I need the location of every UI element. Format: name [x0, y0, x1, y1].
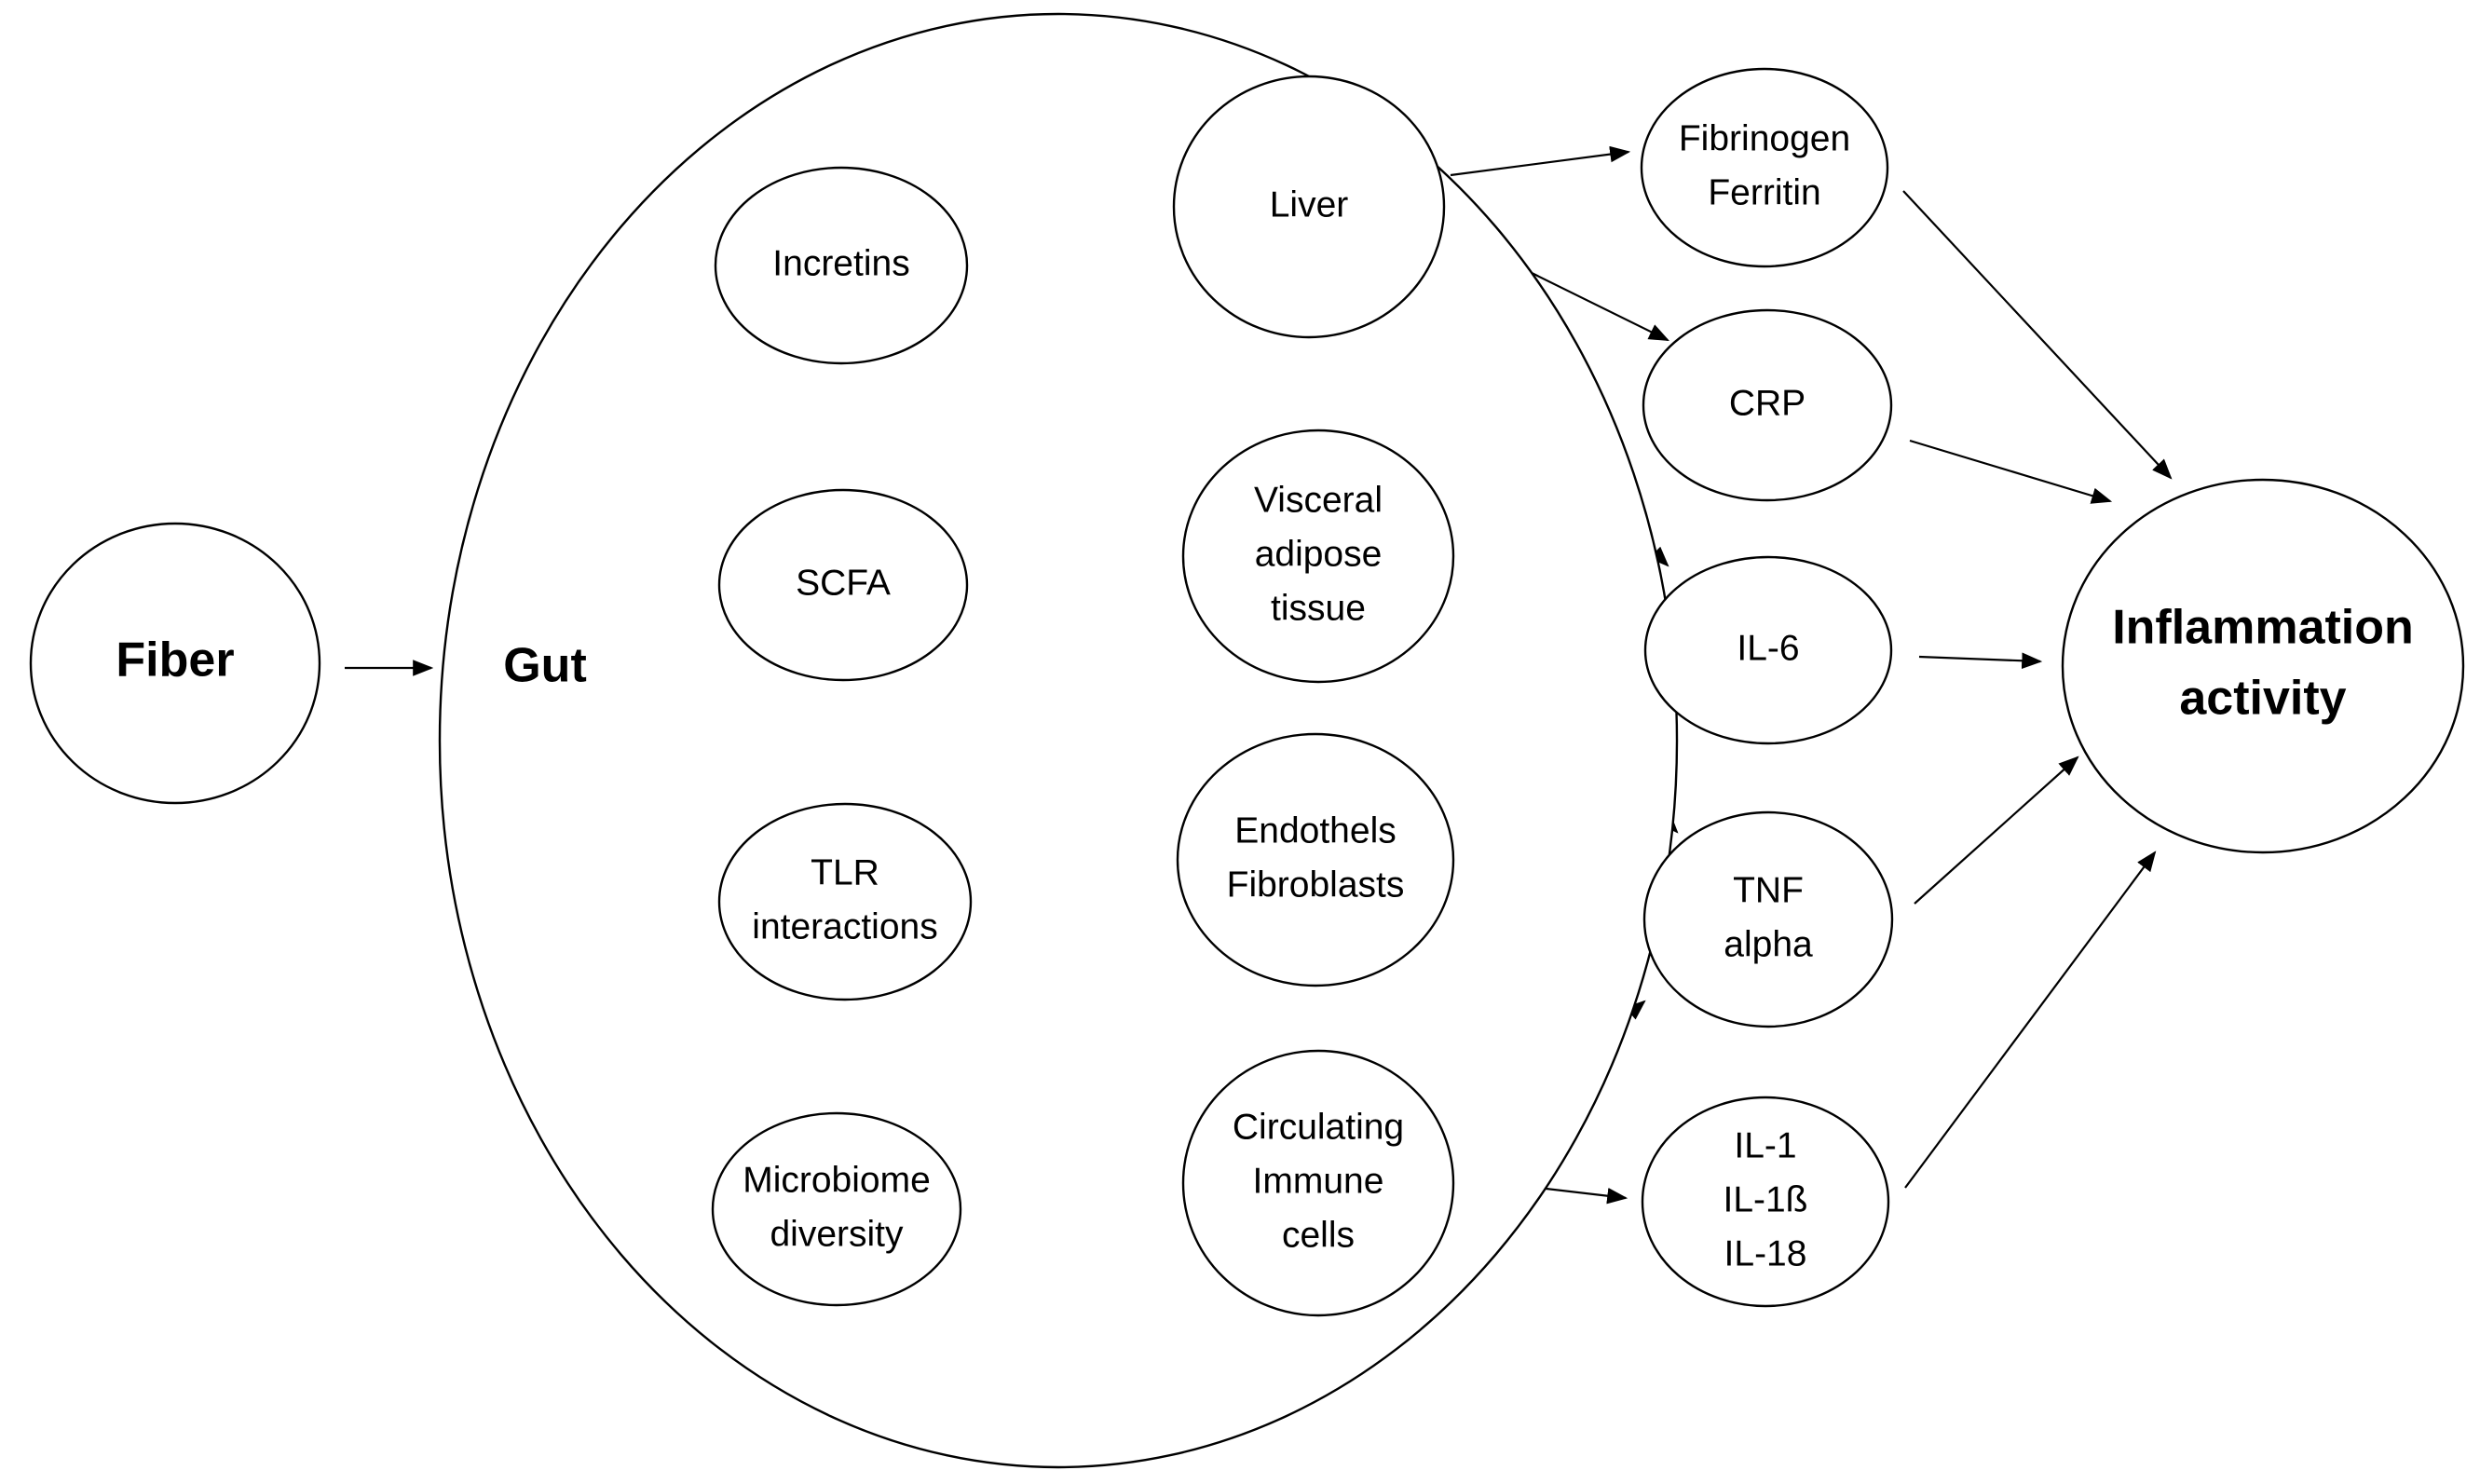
arrow-fibrinogen-to-inflammation	[1902, 190, 2173, 480]
node-endothels-label: Fibroblasts	[1227, 865, 1405, 905]
node-circulating-label: cells	[1282, 1215, 1355, 1255]
node-microbiome: Microbiome diversity	[711, 1111, 962, 1307]
node-tnf: TNF alpha	[1642, 810, 1894, 1028]
node-fiber: Fiber	[29, 522, 321, 805]
node-fiber-shape	[29, 522, 321, 805]
node-fibrinogen-label: Ferritin	[1708, 172, 1820, 212]
node-incretins-label: Incretins	[772, 243, 909, 283]
node-incretins-shape	[714, 166, 969, 365]
node-gut: Gut	[438, 12, 1679, 1469]
node-circulating-label: Circulating	[1233, 1107, 1404, 1147]
node-tlr-label: interactions	[752, 906, 937, 946]
node-visceral-shape	[1181, 429, 1455, 684]
node-il1-shape	[1641, 1096, 1890, 1308]
node-gut-label: Gut	[503, 639, 587, 693]
arrow-il6-to-inflammation	[1918, 652, 2043, 670]
node-il1-label: IL-1ß	[1723, 1179, 1807, 1219]
node-tnf-shape	[1642, 810, 1894, 1028]
node-il1-label: IL-1	[1734, 1125, 1796, 1165]
arrow-il1-to-inflammation	[1904, 851, 2157, 1189]
node-visceral: Visceral adipose tissue	[1181, 429, 1455, 684]
node-crp: CRP	[1642, 308, 1893, 502]
node-visceral-label: Visceral	[1254, 480, 1383, 520]
node-tlr-label: TLR	[811, 852, 879, 892]
node-il6: IL-6	[1643, 555, 1893, 745]
node-incretins: Incretins	[714, 166, 969, 365]
node-visceral-label: tissue	[1271, 588, 1366, 628]
node-gut-shape	[438, 12, 1679, 1469]
node-il6-shape	[1643, 555, 1893, 745]
node-il1-label: IL-18	[1724, 1233, 1807, 1273]
node-endothels-shape	[1176, 732, 1455, 987]
node-inflammation: Inflammation activity	[2061, 478, 2465, 854]
node-circulating-shape	[1181, 1049, 1455, 1317]
node-liver: Liver	[1172, 75, 1446, 339]
arrow-crp-to-inflammation	[1909, 439, 2113, 504]
node-inflammation-label: activity	[2179, 672, 2346, 726]
node-liver-shape	[1172, 75, 1446, 339]
node-liver-label: Liver	[1270, 184, 1349, 225]
node-scfa: SCFA	[717, 488, 969, 682]
node-scfa-shape	[717, 488, 969, 682]
node-fibrinogen-label: Fibrinogen	[1679, 118, 1850, 158]
node-microbiome-shape	[711, 1111, 962, 1307]
node-scfa-label: SCFA	[796, 563, 891, 603]
node-microbiome-label: diversity	[770, 1214, 904, 1254]
node-tnf-label: alpha	[1724, 924, 1813, 964]
node-tnf-label: TNF	[1733, 870, 1804, 910]
node-crp-shape	[1642, 308, 1893, 502]
node-tlr: TLR interactions	[717, 802, 973, 1001]
arrow-liver-to-fibrinogen	[1450, 145, 1631, 177]
node-il6-label: IL-6	[1737, 628, 1799, 668]
node-inflammation-shape	[2061, 478, 2465, 854]
node-inflammation-label: Inflammation	[2112, 601, 2414, 655]
node-visceral-label: adipose	[1255, 534, 1383, 574]
arrow-tnf-to-inflammation	[1914, 756, 2079, 905]
node-fiber-label: Fiber	[116, 633, 234, 688]
node-tlr-shape	[717, 802, 973, 1001]
node-circulating-label: Immune	[1253, 1161, 1384, 1201]
node-microbiome-label: Microbiome	[743, 1160, 931, 1200]
node-fibrinogen-shape	[1640, 67, 1889, 268]
node-crp-label: CRP	[1729, 383, 1805, 423]
node-endothels-label: Endothels	[1234, 810, 1396, 851]
